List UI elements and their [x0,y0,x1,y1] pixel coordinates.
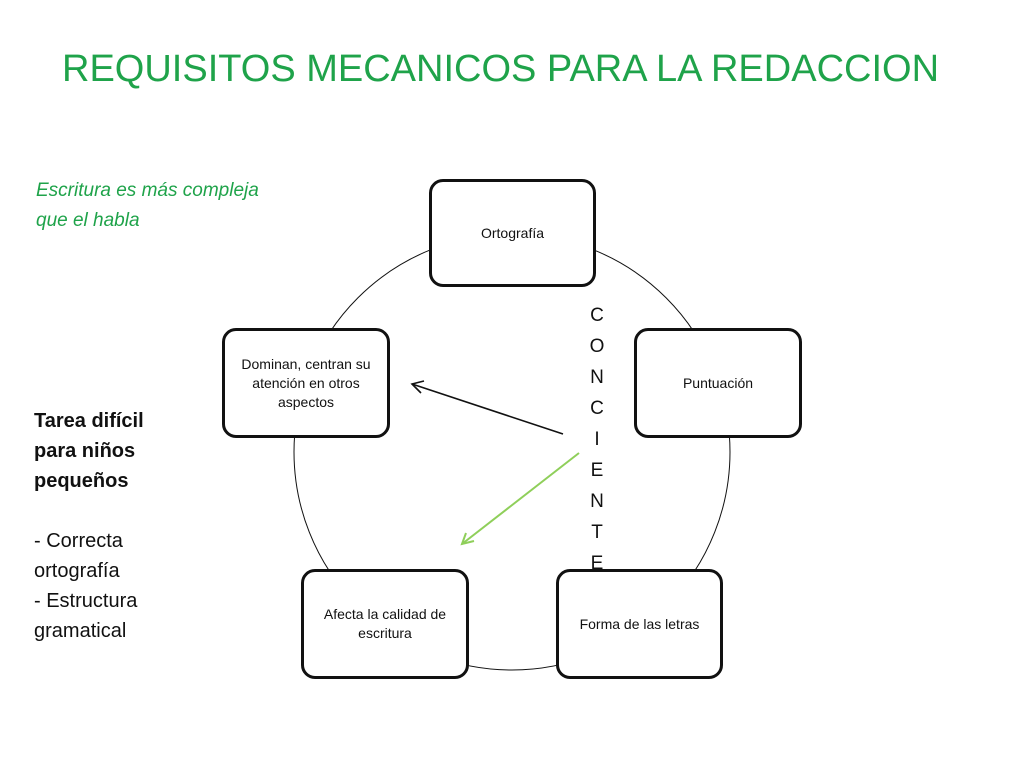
subtitle: Escritura es más compleja que el habla [36,176,336,236]
side-item-line: ortografía [34,560,120,582]
vertical-word-concienTe: C O N C I E N T E [586,300,608,579]
side-heading-line: pequeños [34,470,129,492]
side-note: Tarea difícil para niños pequeños - Corr… [34,406,194,646]
arrow-green [461,452,580,545]
subtitle-line: que el habla [36,210,140,231]
node-forma-letras: Forma de las letras [556,569,723,679]
node-dominan: Dominan, centran su atención en otros as… [222,328,390,438]
arrow-black-head [410,380,425,394]
vertical-letter: O [589,336,605,357]
subtitle-line: Escritura es más compleja [36,180,259,201]
side-heading-line: para niños [34,440,136,462]
vertical-letter: I [594,429,600,450]
vertical-letter: E [590,553,604,574]
arrow-green-head [460,532,475,546]
arrow-black [411,383,564,435]
vertical-letter: C [590,305,604,326]
side-item-line: - Correcta [34,530,123,552]
node-afecta-calidad: Afecta la calidad de escritura [301,569,469,679]
vertical-letter: E [590,460,604,481]
side-item-line: - Estructura [34,590,138,612]
side-heading-line: Tarea difícil [34,410,144,432]
page-title: REQUISITOS MECANICOS PARA LA REDACCION [62,48,940,90]
vertical-letter: C [590,398,604,419]
node-puntuacion: Puntuación [634,328,802,438]
vertical-letter: N [590,491,604,512]
side-item-line: gramatical [34,620,127,642]
vertical-letter: T [591,522,603,543]
vertical-letter: N [590,367,604,388]
node-ortografia: Ortografía [429,179,596,287]
